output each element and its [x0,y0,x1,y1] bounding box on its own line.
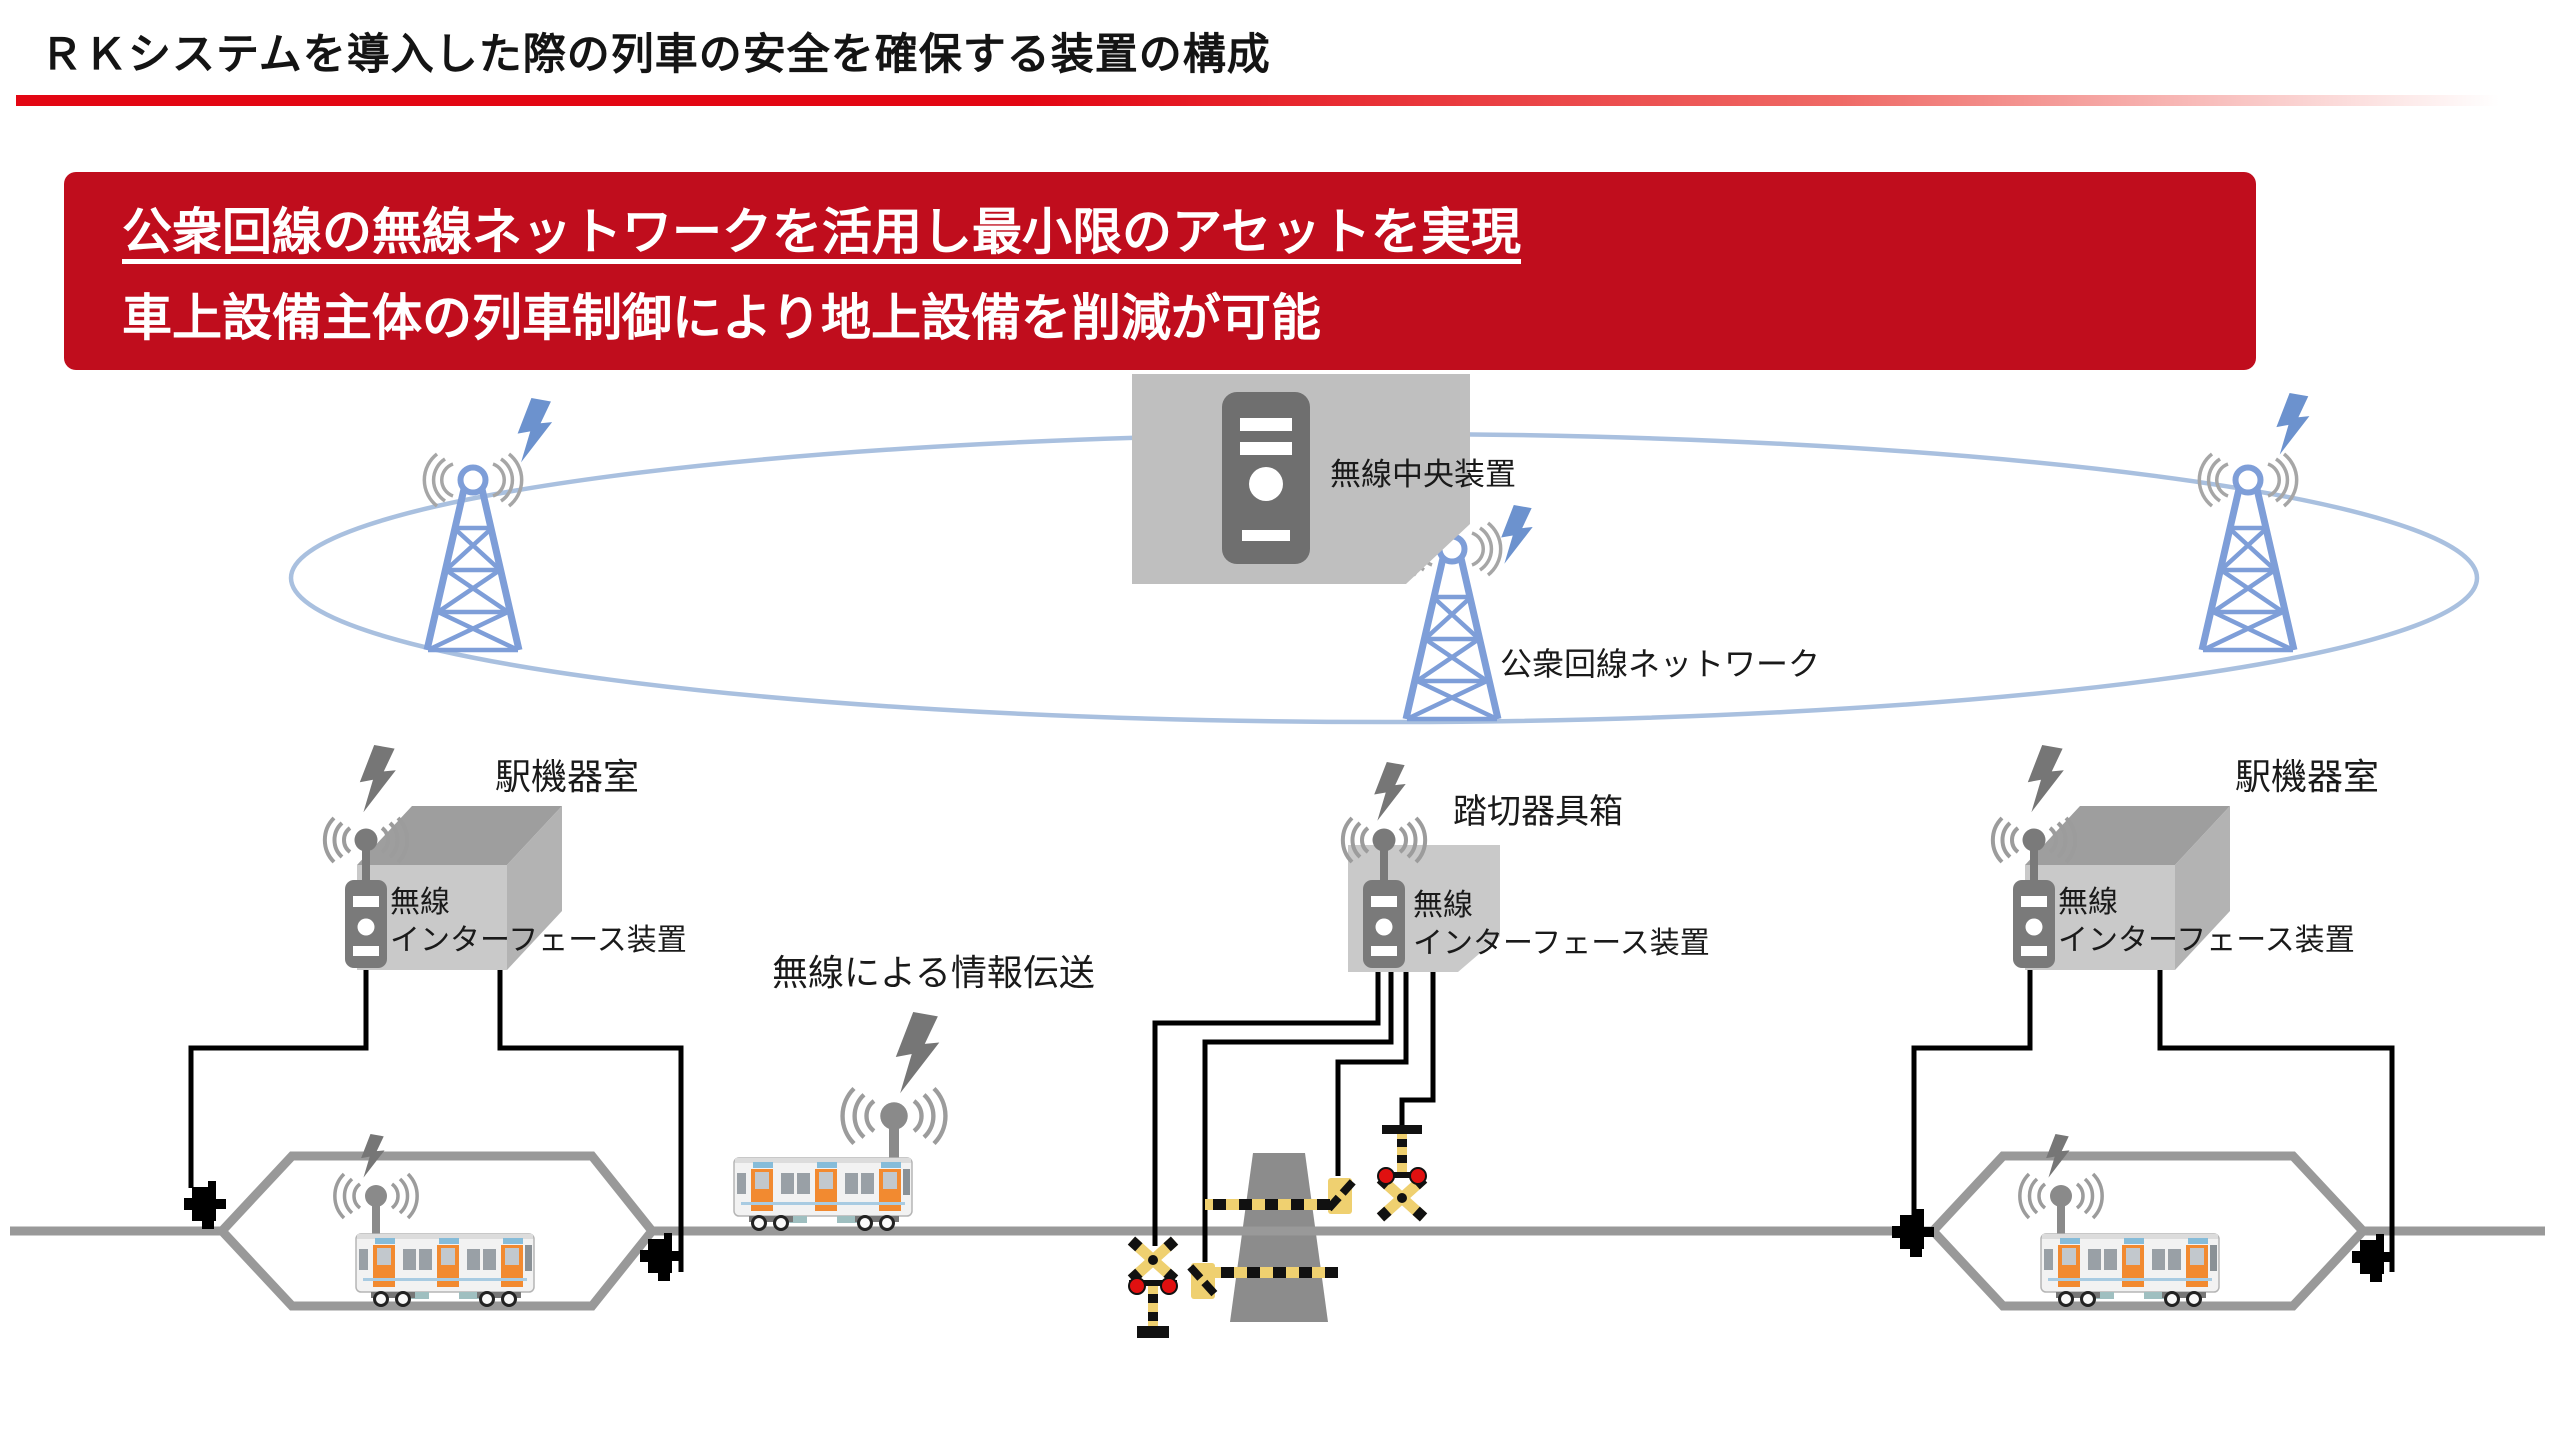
key-message-banner: 公衆回線の無線ネットワークを活用し最小限のアセットを実現 車上設備主体の列車制御… [64,172,2256,370]
banner-line-1: 公衆回線の無線ネットワークを活用し最小限のアセットを実現 [122,203,1521,261]
lightning-bolt-icon [517,398,553,463]
cable-left-station-a [188,970,369,1188]
cable-crossing-1 [1152,972,1381,1246]
wireless-transmission-label: 無線による情報伝送 [772,953,1095,994]
wayside-unit-icon [1892,1209,1934,1257]
passing-loop-left [215,1151,658,1311]
cable-right-station-b [2157,970,2395,1272]
right-station-label: 駅機器室 [2235,757,2380,798]
crossing-interface-line2: インターフェース装置 [1413,926,1710,961]
central-device-label: 無線中央装置 [1330,457,1516,493]
lightning-bolt-icon [895,1012,940,1094]
left-interface-line1: 無線 [390,885,450,920]
lightning-bolt-icon [2027,745,2064,813]
cable-crossing-3 [1335,972,1409,1176]
page-title: ＲＫシステムを導入した際の列車の安全を確保する装置の構成 [40,30,1271,80]
right-interface-line2: インターフェース装置 [2058,923,2355,958]
title-underline-rule [16,95,2550,106]
radio-tower-left-icon [424,454,521,650]
train-icon [732,1156,914,1231]
crossing-gate-upper [1205,1178,1356,1214]
crossing-interface-label: 無線 インターフェース装置 [1413,887,1710,963]
crossing-signal-standing-icon [1127,1236,1179,1338]
lightning-bolt-icon [1374,762,1406,821]
banner-line-2: 車上設備主体の列車制御により地上設備を削減が可能 [122,289,1321,347]
left-station-label: 駅機器室 [495,757,640,798]
lightning-bolt-icon [1501,505,1533,564]
right-interface-label: 無線 インターフェース装置 [2058,884,2355,960]
train-icon [2039,1232,2221,1307]
cable-crossing-2 [1202,972,1394,1262]
passing-loop-right [1926,1151,2370,1311]
train-icon [354,1232,536,1307]
crossing-box-label: 踏切器具箱 [1453,792,1623,832]
crossing-gate-lower [1187,1263,1338,1299]
crossing-interface-line1: 無線 [1413,888,1473,923]
crossing-road [1230,1153,1328,1322]
server-icon [1222,392,1310,564]
cable-left-station-b [497,970,684,1272]
crossing-signal-hanging-icon [1376,1125,1428,1222]
cable-right-station-a [1911,970,2033,1218]
left-interface-label: 無線 インターフェース装置 [390,884,687,960]
public-network-label: 公衆回線ネットワーク [1500,645,1821,683]
lightning-bolt-icon [2276,393,2310,455]
cable-crossing-4 [1399,972,1436,1125]
lightning-bolt-icon [359,745,396,813]
wayside-unit-icon [184,1181,226,1229]
left-interface-line2: インターフェース装置 [390,923,687,958]
right-interface-line1: 無線 [2058,885,2118,920]
